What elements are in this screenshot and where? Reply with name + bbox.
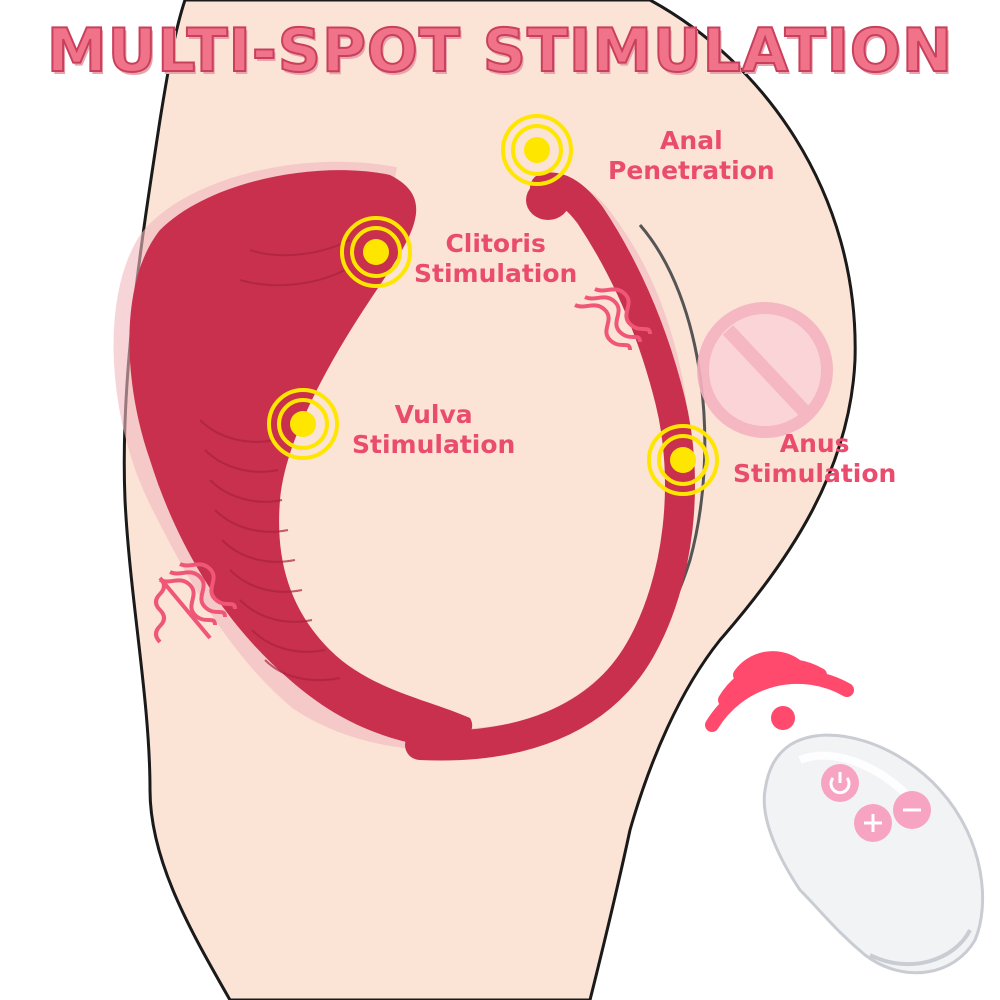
device-paddle	[129, 170, 473, 746]
label-vulva-line2: Stimulation	[352, 430, 516, 459]
label-anus-line1: Anus	[779, 429, 850, 458]
label-anal-line2: Penetration	[608, 156, 775, 185]
minus-icon	[893, 791, 931, 829]
vibration-marks-left	[154, 576, 212, 644]
label-vulva-line1: Vulva	[394, 400, 473, 429]
page-title: MULTI-SPOT STIMULATION	[46, 15, 954, 87]
label-anus-stimulation: Anus Stimulation	[733, 429, 896, 489]
remote-control	[762, 733, 985, 975]
plus-icon	[854, 804, 892, 842]
label-anal-penetration: Anal Penetration	[608, 126, 775, 186]
label-clitoris-stimulation: Clitoris Stimulation	[414, 229, 577, 289]
wireless-signal-icon	[705, 651, 854, 732]
label-vulva-stimulation: Vulva Stimulation	[352, 400, 515, 460]
power-icon	[821, 764, 859, 802]
label-anus-line2: Stimulation	[733, 459, 897, 488]
label-anal-line1: Anal	[660, 126, 723, 155]
hotspot-anal	[501, 114, 573, 186]
paddle-ribbing	[199, 239, 351, 682]
hotspot-clitoris	[340, 216, 412, 288]
wireless-dot	[771, 706, 795, 730]
device-anal-tip	[526, 180, 570, 220]
label-clitoris-line2: Stimulation	[414, 259, 578, 288]
prohibited-icon	[697, 302, 833, 438]
hotspot-vulva	[267, 388, 339, 460]
hotspot-anus	[647, 424, 719, 496]
vibration-marks-left-waves	[159, 562, 237, 626]
label-clitoris-line1: Clitoris	[445, 229, 546, 258]
vibration-marks-center	[574, 287, 652, 351]
